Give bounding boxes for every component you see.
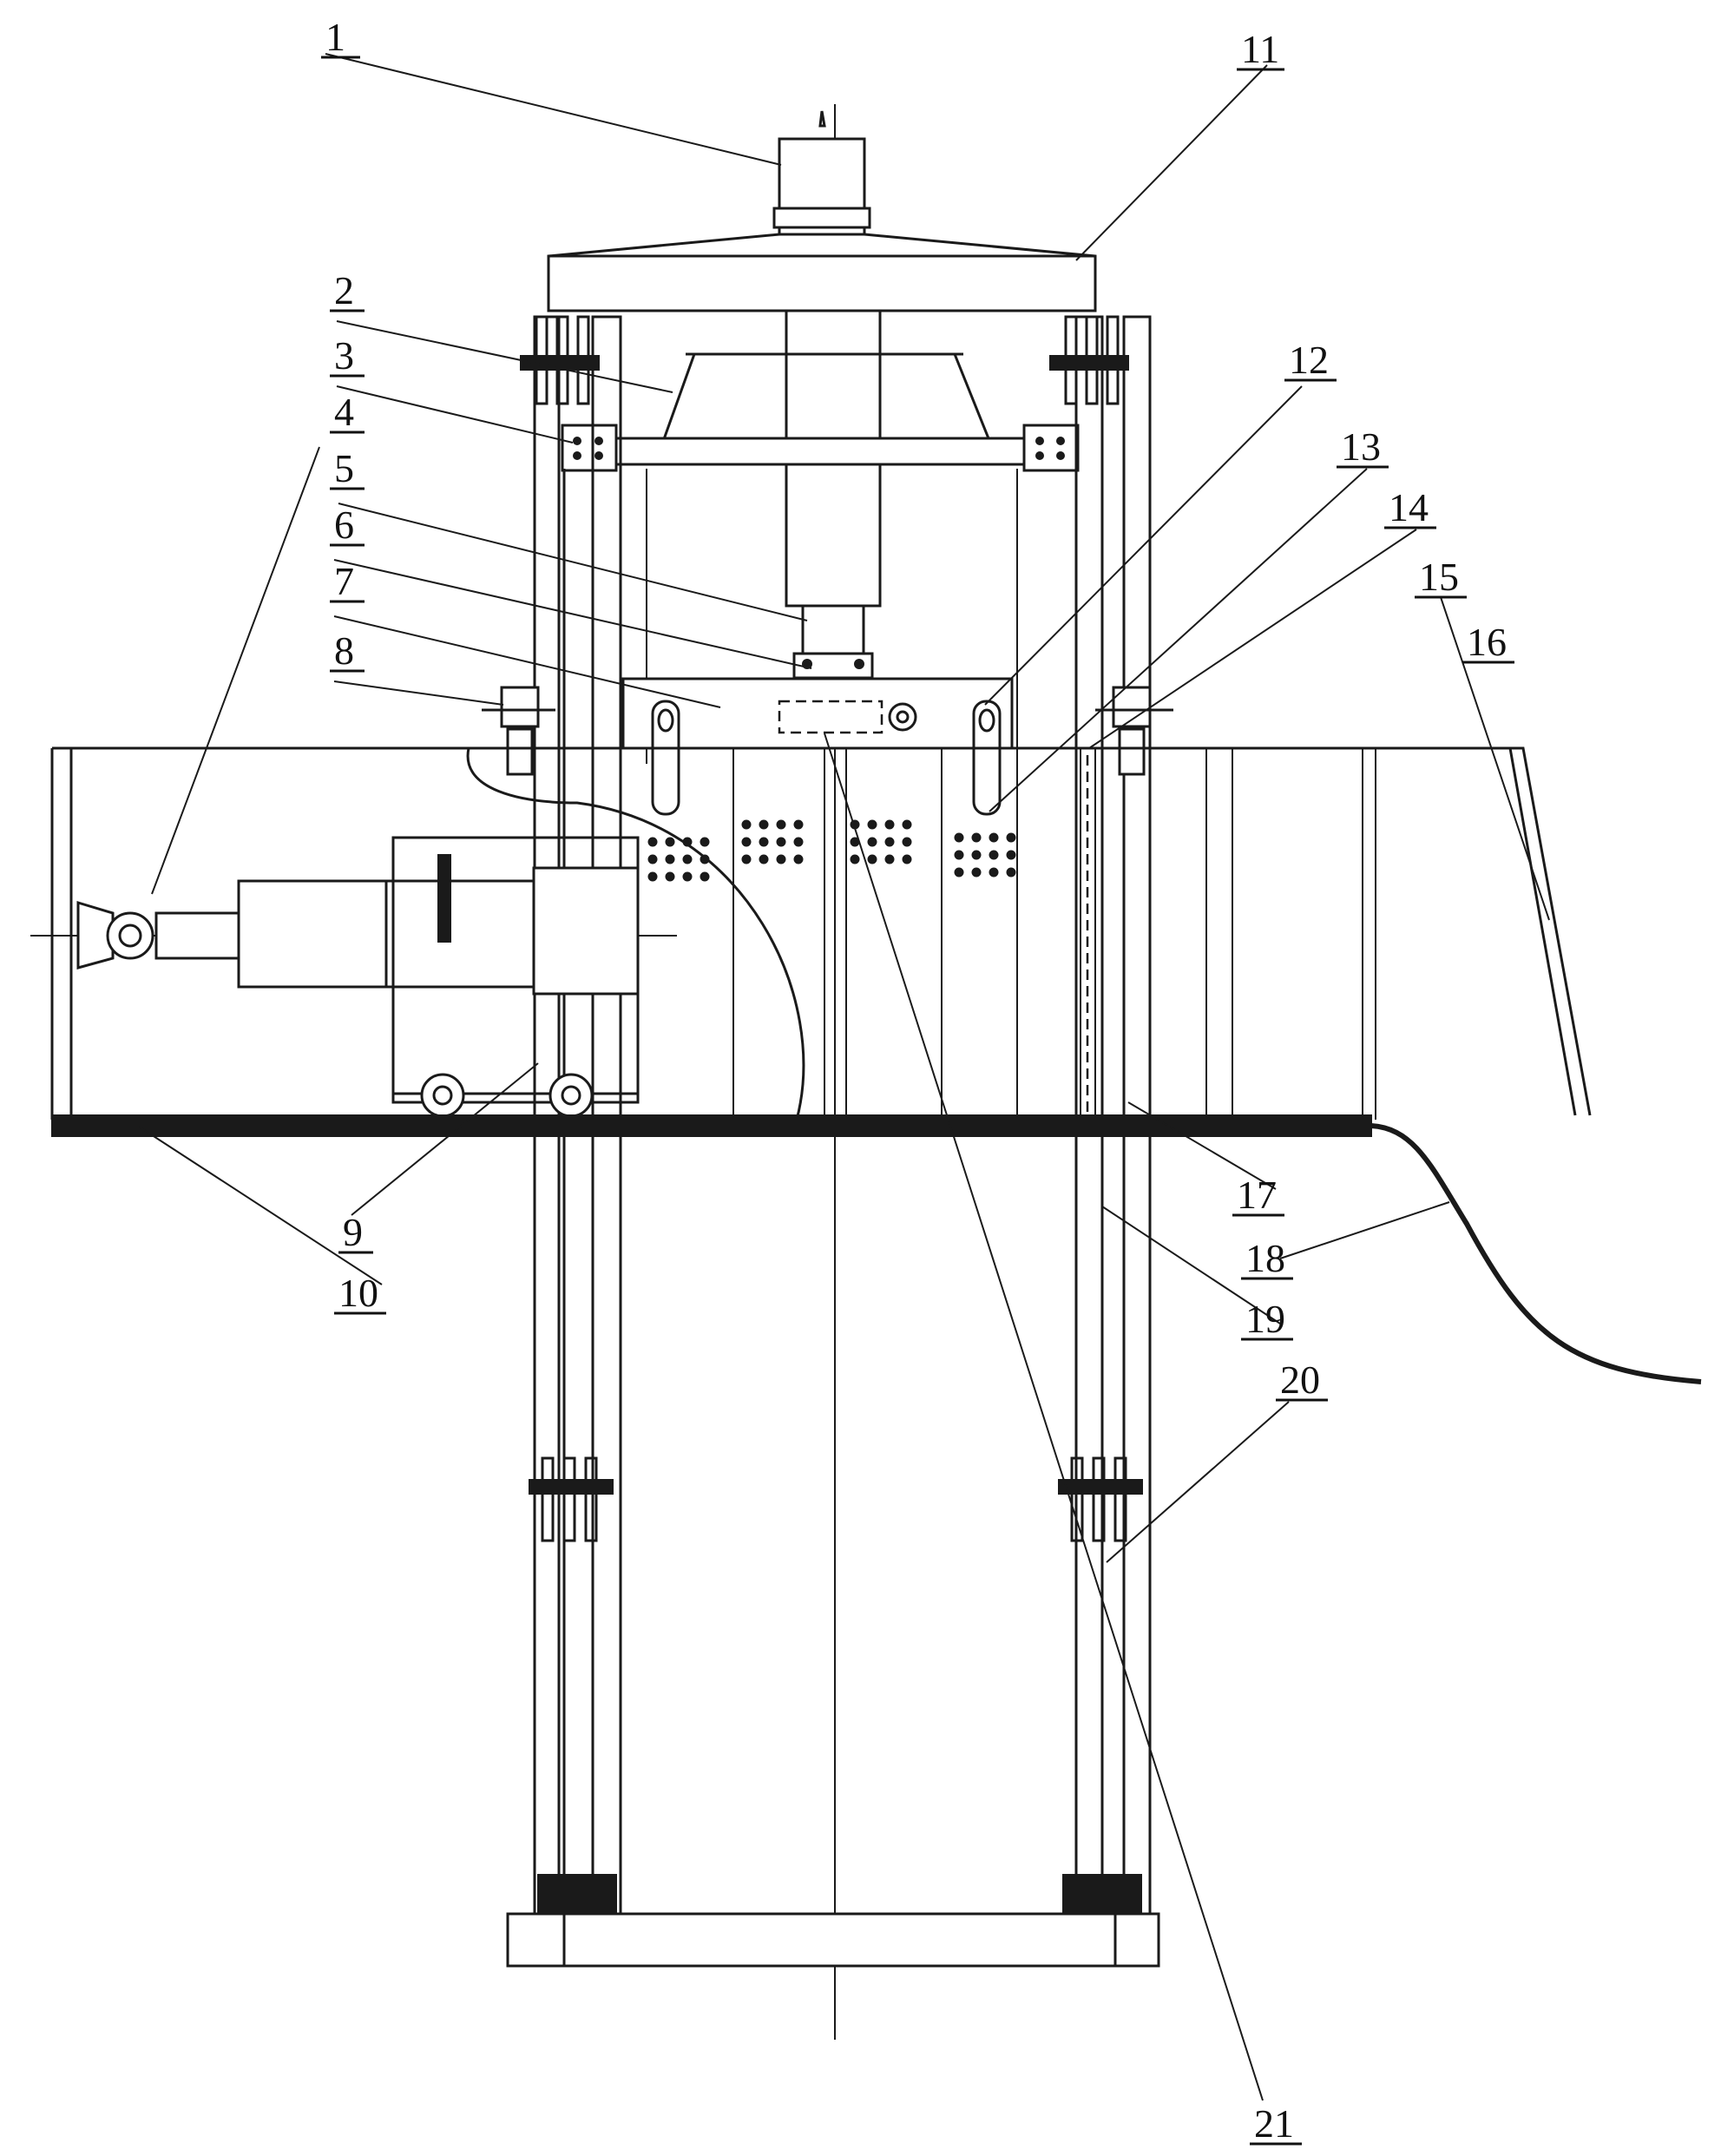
perforation-dot <box>867 819 877 830</box>
label-5: 5 <box>334 446 354 490</box>
upper-crossbar <box>561 424 1080 472</box>
perforation-dot <box>902 854 912 864</box>
perforation-dot <box>1006 850 1016 860</box>
perforation-dot <box>741 819 752 830</box>
perforation-dot <box>971 867 982 878</box>
column-clamp-left-middle <box>529 1456 614 1542</box>
part-labels: 1 11 2 3 4 5 6 7 8 9 10 12 13 14 15 16 1… <box>321 15 1514 2146</box>
cart <box>391 836 640 1118</box>
machine-structure <box>30 104 1702 2101</box>
perforation-dot <box>989 867 999 878</box>
column-clamp-right-bottom <box>1062 1874 1142 1915</box>
floor-slab <box>51 1114 1372 1137</box>
label-9: 9 <box>343 1210 363 1254</box>
perforation-dot <box>884 854 895 864</box>
hose <box>1370 1123 1702 1384</box>
label-17: 17 <box>1237 1173 1277 1217</box>
bottom-base <box>506 1912 1160 1968</box>
tie-rod <box>1080 748 1096 1120</box>
perforation-dot <box>665 837 675 847</box>
label-10: 10 <box>338 1271 378 1315</box>
top-cylinder <box>772 110 871 253</box>
perforation-dot <box>700 871 710 882</box>
perforation-dot <box>665 854 675 864</box>
label-8: 8 <box>334 628 354 673</box>
perforation-dot <box>971 832 982 843</box>
perforation-dot <box>759 854 769 864</box>
perforation-dot <box>884 819 895 830</box>
perforation-dot <box>1006 867 1016 878</box>
label-2: 2 <box>334 268 354 312</box>
perforation-dot <box>700 854 710 864</box>
perforation-dot <box>647 837 658 847</box>
column-clamp-right-middle <box>1058 1456 1143 1542</box>
perforation-dot <box>971 850 982 860</box>
perforation-dot <box>741 837 752 847</box>
perforation-dot <box>1006 832 1016 843</box>
perforation-dot <box>989 850 999 860</box>
perforation-dot <box>884 837 895 847</box>
label-21: 21 <box>1254 2101 1294 2146</box>
label-20: 20 <box>1280 1357 1320 1402</box>
perforation-dot <box>793 819 804 830</box>
label-11: 11 <box>1241 27 1279 71</box>
perforation-dot <box>850 854 860 864</box>
perforation-dot <box>793 837 804 847</box>
perforation-dot <box>700 837 710 847</box>
label-7: 7 <box>334 559 354 603</box>
perforation-dot <box>759 819 769 830</box>
label-6: 6 <box>334 503 354 547</box>
perforation-dot <box>647 871 658 882</box>
perforation-dot <box>665 871 675 882</box>
perforation-dot <box>759 837 769 847</box>
top-crossbeam <box>547 233 1097 312</box>
perforation-dot <box>793 854 804 864</box>
perforation-dot <box>647 854 658 864</box>
perforation-dot <box>682 854 693 864</box>
leader-lines <box>138 53 1550 1563</box>
perforation-dot <box>682 871 693 882</box>
label-4: 4 <box>334 390 354 434</box>
perforation-dot <box>954 850 964 860</box>
label-15: 15 <box>1419 555 1459 599</box>
slider-ram <box>621 677 1014 816</box>
label-16: 16 <box>1467 620 1507 664</box>
perforation-dot <box>776 819 786 830</box>
perforation-dot <box>902 819 912 830</box>
main-cylinder <box>785 309 882 680</box>
tank <box>50 746 1592 1121</box>
column-clamp-right-top <box>1049 315 1129 405</box>
perforation-dot <box>954 832 964 843</box>
perforation-dot <box>776 854 786 864</box>
column-clamp-left-bottom <box>537 1874 617 1915</box>
panel-perforations <box>647 819 1016 882</box>
label-12: 12 <box>1289 338 1329 382</box>
column-clamp-left-top <box>520 315 600 405</box>
perforation-dot <box>776 837 786 847</box>
perforation-dot <box>902 837 912 847</box>
label-14: 14 <box>1389 485 1429 529</box>
perforation-dot <box>741 854 752 864</box>
side-guide-left <box>482 686 555 776</box>
perforation-dot <box>867 837 877 847</box>
label-13: 13 <box>1341 424 1381 469</box>
perforation-dot <box>867 854 877 864</box>
label-18: 18 <box>1245 1236 1285 1280</box>
label-1: 1 <box>325 15 345 59</box>
perforation-dot <box>954 867 964 878</box>
label-19: 19 <box>1245 1297 1285 1341</box>
label-3: 3 <box>334 333 354 378</box>
perforation-dot <box>682 837 693 847</box>
perforation-dot <box>989 832 999 843</box>
